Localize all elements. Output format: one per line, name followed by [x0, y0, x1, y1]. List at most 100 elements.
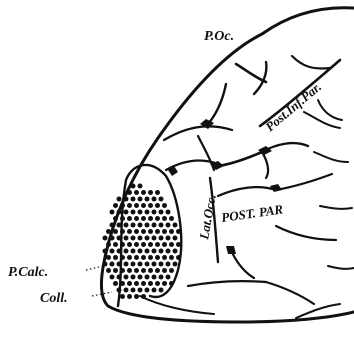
- area-dot: [152, 249, 157, 254]
- area-dot: [145, 262, 150, 267]
- area-dot: [110, 249, 115, 254]
- area-dot: [148, 255, 153, 260]
- area-dot: [141, 255, 146, 260]
- area-dot: [138, 197, 143, 202]
- area-dot: [127, 190, 132, 195]
- area-dot: [176, 229, 181, 234]
- area-dot: [120, 268, 125, 273]
- area-dot: [127, 268, 132, 273]
- area-dot: [113, 216, 118, 221]
- area-dot: [152, 223, 157, 228]
- area-dot: [159, 288, 164, 293]
- area-dot: [169, 255, 174, 260]
- area-dot: [155, 216, 160, 221]
- area-dot: [141, 281, 146, 286]
- area-dot: [120, 242, 125, 247]
- area-dot: [113, 281, 118, 286]
- area-dot: [159, 197, 164, 202]
- label-post-par: POST. PAR: [220, 201, 284, 225]
- area-dot: [152, 275, 157, 280]
- area-dot: [131, 275, 136, 280]
- area-dot: [120, 255, 125, 260]
- area-dot: [152, 262, 157, 267]
- area-dot: [113, 242, 118, 247]
- area-dot: [166, 210, 171, 215]
- area-dot: [117, 262, 122, 267]
- area-dot: [127, 216, 132, 221]
- area-dot: [138, 262, 143, 267]
- label-coll: Coll.: [40, 291, 68, 306]
- area-dot: [127, 255, 132, 260]
- area-dot: [155, 268, 160, 273]
- area-dot: [148, 229, 153, 234]
- area-dot: [166, 262, 171, 267]
- area-dot: [106, 268, 111, 273]
- area-dot: [124, 197, 129, 202]
- area-dot: [148, 190, 153, 195]
- area-dot: [134, 203, 139, 208]
- area-dot: [134, 216, 139, 221]
- area-dot: [113, 203, 118, 208]
- area-dot: [162, 242, 167, 247]
- area-dot: [134, 229, 139, 234]
- area-dot: [124, 288, 129, 293]
- area-dot: [127, 242, 132, 247]
- area-dot: [159, 249, 164, 254]
- area-dot: [106, 242, 111, 247]
- area-dot: [162, 255, 167, 260]
- area-dot: [110, 223, 115, 228]
- area-dot: [141, 216, 146, 221]
- area-dot: [152, 210, 157, 215]
- area-dot: [120, 281, 125, 286]
- area-dot: [173, 262, 178, 267]
- area-dot: [145, 223, 150, 228]
- area-dot: [134, 242, 139, 247]
- area-dot: [138, 184, 143, 189]
- area-dot: [117, 249, 122, 254]
- area-dot: [159, 210, 164, 215]
- area-dot: [134, 281, 139, 286]
- area-dot: [120, 203, 125, 208]
- area-dot: [148, 216, 153, 221]
- area-dot: [120, 229, 125, 234]
- area-dot: [148, 268, 153, 273]
- area-dot: [155, 229, 160, 234]
- area-dot: [124, 249, 129, 254]
- area-dot: [176, 242, 181, 247]
- area-dot: [110, 275, 115, 280]
- area-dot: [131, 288, 136, 293]
- area-dot: [145, 288, 150, 293]
- area-dot: [145, 197, 150, 202]
- area-dot: [138, 210, 143, 215]
- label-post-inf-par: Post.Inf.Par.: [262, 79, 324, 134]
- area-dot: [159, 275, 164, 280]
- area-dot: [138, 223, 143, 228]
- area-dot: [127, 281, 132, 286]
- area-dot: [117, 275, 122, 280]
- area-dot: [113, 255, 118, 260]
- area-dot: [169, 281, 174, 286]
- area-dot: [162, 229, 167, 234]
- area-dot: [134, 294, 139, 299]
- area-dot: [131, 223, 136, 228]
- label-p-calc: P.Calc.: [8, 265, 48, 280]
- area-dot: [131, 236, 136, 241]
- area-dot: [117, 236, 122, 241]
- area-dot: [131, 197, 136, 202]
- area-dot: [127, 294, 132, 299]
- area-dot: [141, 268, 146, 273]
- area-dot: [117, 197, 122, 202]
- area-dot: [162, 281, 167, 286]
- area-dot: [106, 255, 111, 260]
- area-dot: [162, 203, 167, 208]
- area-dot: [131, 262, 136, 267]
- area-dot: [138, 249, 143, 254]
- dotted-area: [103, 184, 182, 300]
- area-dot: [131, 184, 136, 189]
- area-dot: [127, 229, 132, 234]
- area-dot: [169, 242, 174, 247]
- area-dot: [169, 229, 174, 234]
- area-dot: [124, 275, 129, 280]
- area-dot: [159, 223, 164, 228]
